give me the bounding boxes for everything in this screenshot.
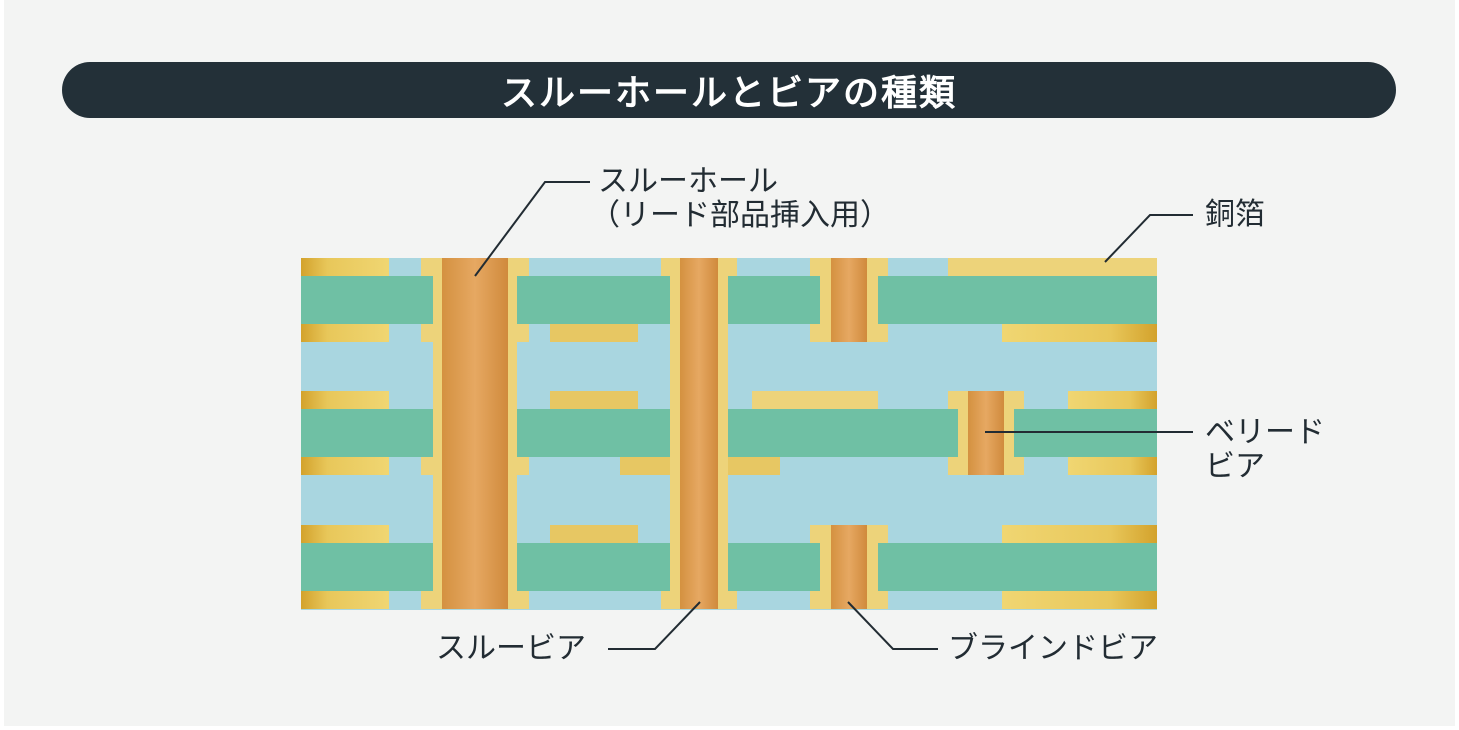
through-hole [421,258,529,609]
leader-through-via [608,601,701,650]
label-buried-via-line1: ベリード [1205,415,1325,450]
through-via [661,258,737,609]
title-bar: スルーホールとビアの種類 [62,62,1396,118]
core-layers [301,276,1157,591]
page-title: スルーホールとビアの種類 [500,73,957,114]
copper-foil-right [948,258,1157,609]
label-blind-via: ブラインドビア [948,631,1158,666]
blind-via-bottom [810,525,888,609]
label-buried-via: ベリード ビア [1205,416,1325,484]
label-through-hole-line1: スルーホール [598,164,778,199]
label-buried-via-line2: ビア [1205,449,1265,484]
leader-blind-via [847,601,938,650]
label-through-hole-line2: （リード部品挿入用） [590,198,890,233]
label-through-via: スルービア [436,631,586,666]
label-through-hole: スルーホール （リード部品挿入用） [590,164,890,233]
leader-through-hole [474,181,590,277]
leader-lines [474,181,1193,650]
copper-foil-left [301,258,389,609]
label-copper-foil: 銅箔 [1205,197,1265,232]
leader-copper-foil [1104,214,1193,263]
blind-via-top [810,258,888,342]
